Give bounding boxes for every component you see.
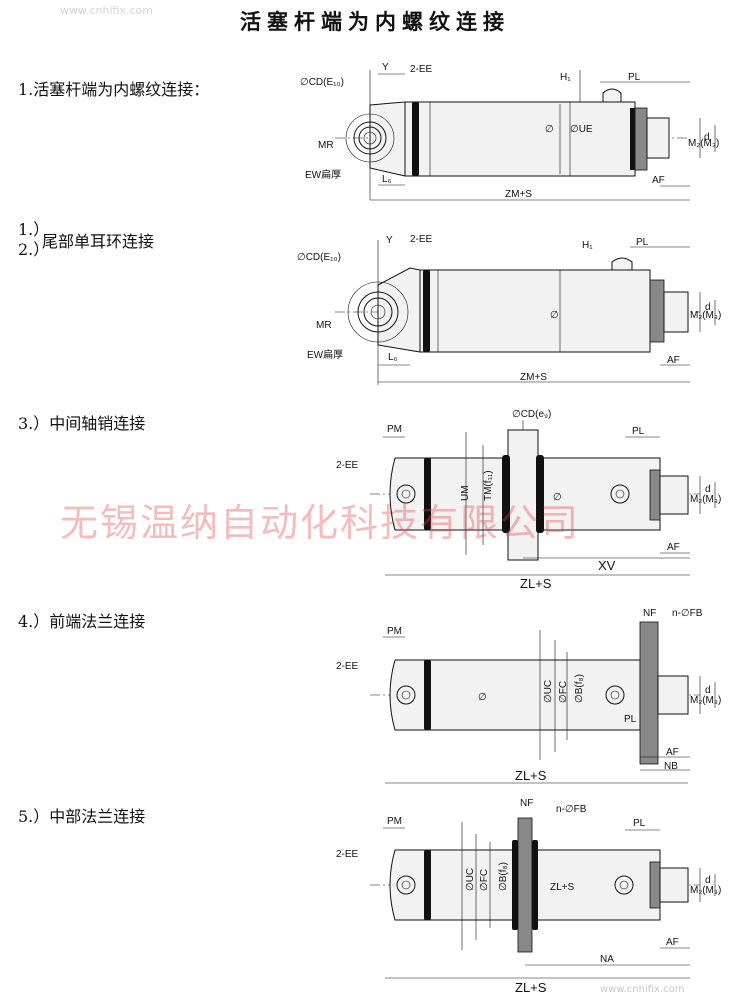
drawing-1: ∅CD(E₁₀) Y 2-EE H₁ PL MR EW扁厚 L₆ ∅UE ∅ A… (300, 62, 719, 201)
watermark-url-bottom: www.cnhifix.com (600, 984, 685, 995)
d3-tm-label: TM(f₁₁) (483, 470, 494, 501)
d3-phi-label: ∅ (553, 492, 562, 503)
section-1-label: 1.活塞杆端为内螺纹连接： (18, 80, 210, 99)
d1-l6-label: L₆ (382, 174, 392, 185)
d4-uc-label: ∅UC (543, 680, 554, 703)
d3-xv-label: XV (598, 558, 616, 573)
d1-h1-label: H₁ (560, 72, 571, 83)
d4-b-label: ∅B(f₈) (574, 674, 585, 703)
drawing-5: NF n-∅FB PM PL 2-EE ∅UC ∅FC ∅B(f₈) ZL+S … (336, 798, 721, 995)
d3-cd-label: ∅CD(e₉) (512, 409, 551, 420)
d2-phi-label: ∅ (550, 310, 559, 321)
d5-zl-label: ZL+S (515, 980, 547, 995)
drawing-4: NF n-∅FB PM 2-EE ∅ ∅UC ∅FC ∅B(f₈) PL AF … (336, 608, 721, 784)
drawing-2: ∅CD(E₁₀) Y 2-EE H₁ PL MR EW扁厚 L₆ ∅ AF M₂… (297, 234, 721, 385)
d3-ee-label: 2-EE (336, 460, 359, 471)
d3-pl-label: PL (632, 426, 645, 437)
d2-h1-label: H₁ (582, 240, 593, 251)
d5-nf-label: NF (520, 798, 533, 809)
d3-um-label: UM (460, 485, 471, 501)
d5-fb-label: n-∅FB (556, 804, 587, 815)
d4-pl-label: PL (624, 714, 637, 725)
watermark-url: www.cnhifix.com (60, 4, 153, 17)
drawing-3: ∅CD(e₉) PM 2-EE UM TM(f₁₁) ∅ PL AF M₂(M₃… (336, 409, 721, 591)
d5-uc-label: ∅UC (465, 868, 476, 891)
d1-ew-label: EW扁厚 (305, 168, 341, 181)
d4-nb-label: NB (664, 761, 678, 772)
d5-b-label: ∅B(f₈) (498, 862, 509, 891)
d5-fc-label: ∅FC (479, 869, 490, 891)
d5-zl-inner-label: ZL+S (550, 882, 575, 893)
d2-ew-label: EW扁厚 (307, 348, 343, 361)
d3-af-label: AF (667, 542, 680, 553)
section-3-label: 3.）中间轴销连接 (18, 414, 146, 433)
d1-d-label: d (704, 132, 710, 143)
d2-d-label: d (705, 302, 711, 313)
d5-d-label: d (705, 875, 711, 886)
d1-zm-label: ZM+S (505, 189, 532, 200)
section-2-label: 尾部单耳环连接 (42, 232, 155, 251)
d5-af-label: AF (666, 937, 679, 948)
d4-d-label: d (705, 685, 711, 696)
d3-d-label: d (705, 484, 711, 495)
d1-cd-label: ∅CD(E₁₀) (300, 77, 344, 88)
d3-m2-label: M₂(M₃) (690, 494, 721, 505)
d4-nf-label: NF (643, 608, 656, 619)
d2-y-label: Y (386, 235, 393, 246)
section-4-label: 4.）前端法兰连接 (18, 612, 146, 631)
d2-pl-label: PL (636, 237, 649, 248)
d4-fb-label: n-∅FB (672, 608, 703, 619)
d5-na-label: NA (600, 954, 614, 965)
d2-cd-label: ∅CD(E₁₀) (297, 252, 341, 263)
d4-af-label: AF (666, 747, 679, 758)
d5-ee-label: 2-EE (336, 849, 359, 860)
d2-zm-label: ZM+S (520, 372, 547, 383)
d1-pl-label: PL (628, 72, 641, 83)
watermark-company: 无锡温纳自动化科技有限公司 (60, 501, 581, 545)
d2-mr-label: MR (316, 320, 332, 331)
page-title: 活塞杆端为内螺纹连接 (240, 10, 510, 34)
d2-ee-label: 2-EE (410, 234, 433, 245)
d4-zl-label: ZL+S (515, 768, 547, 783)
d1-ee-label: 2-EE (410, 64, 433, 75)
d4-phi-label: ∅ (478, 692, 487, 703)
d4-ee-label: 2-EE (336, 661, 359, 672)
d1-af-label: AF (652, 175, 665, 186)
d2-af-label: AF (667, 355, 680, 366)
d3-zl-label: ZL+S (520, 576, 552, 591)
d1-mr-label: MR (318, 140, 334, 151)
d1-phi-label: ∅ (545, 124, 554, 135)
d1-y-label: Y (382, 62, 389, 73)
d4-pm-label: PM (387, 626, 402, 637)
d5-m2-label: M₂(M₃) (690, 885, 721, 896)
d4-m2-label: M₂(M₃) (690, 695, 721, 706)
d5-pl-label: PL (633, 818, 646, 829)
d2-l6-label: L₆ (388, 352, 398, 363)
section-2-num-2: 2.） (18, 240, 50, 259)
d1-ue-label: ∅UE (570, 124, 593, 135)
d3-pm-label: PM (387, 424, 402, 435)
d2-m2-label: M₂(M₃) (690, 310, 721, 321)
d1-m2-label: M₂(M₃) (688, 138, 719, 149)
d5-pm-label: PM (387, 816, 402, 827)
d4-fc-label: ∅FC (558, 681, 569, 703)
section-2-num-1: 1.） (18, 220, 50, 239)
section-5-label: 5.）中部法兰连接 (18, 807, 146, 826)
